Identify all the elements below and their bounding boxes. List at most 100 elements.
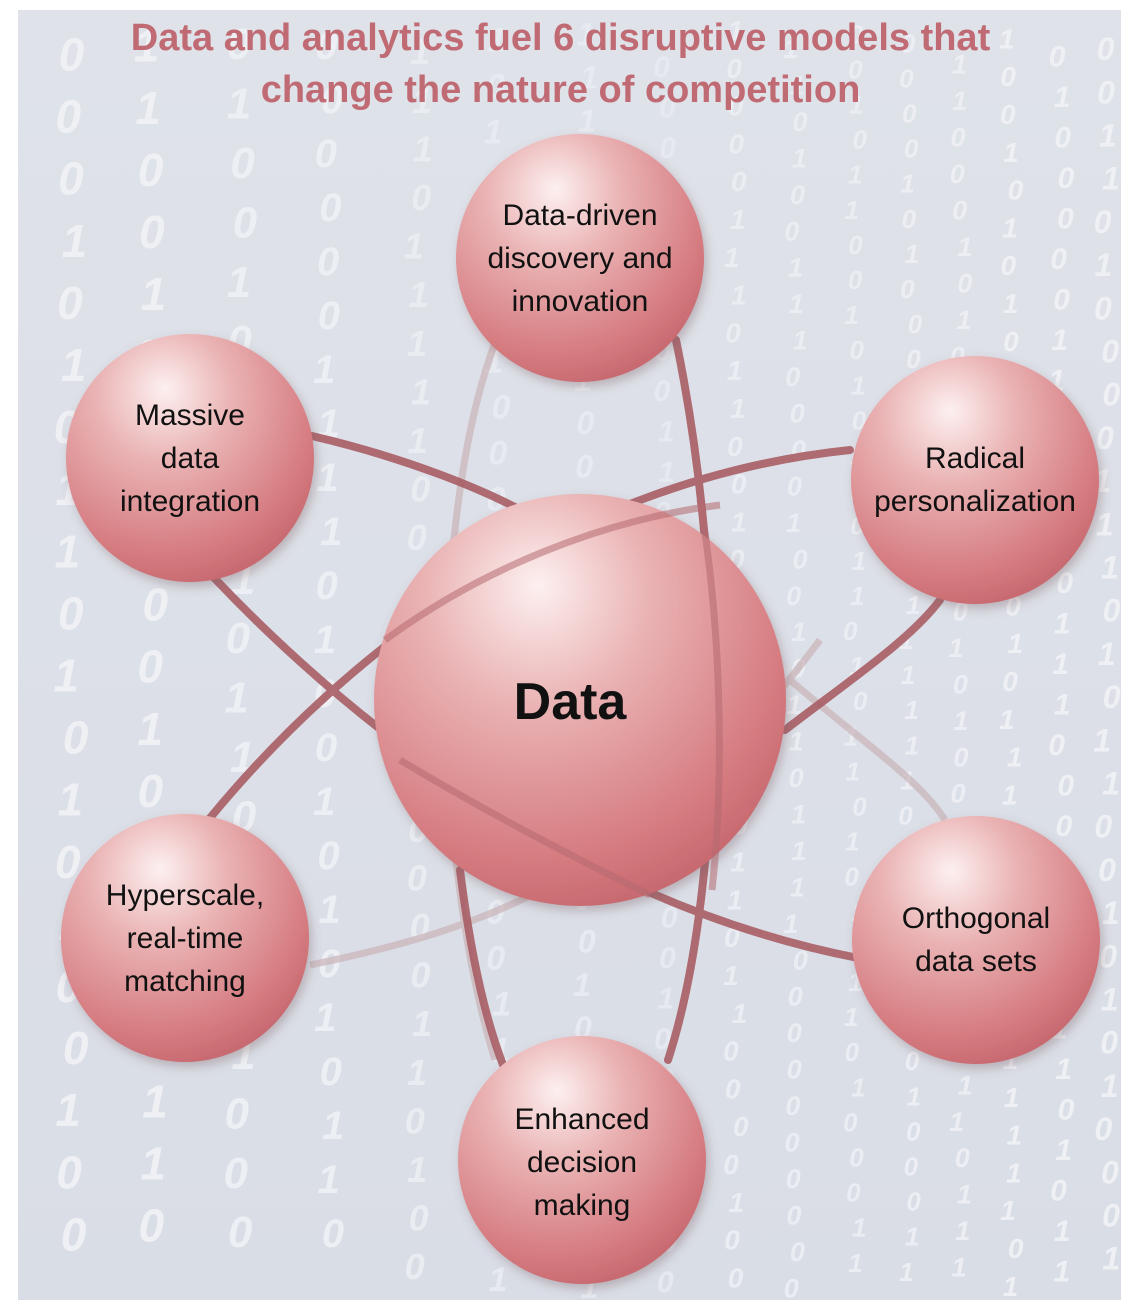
- binary-digit: 0: [723, 1149, 739, 1180]
- binary-digit: 0: [1056, 567, 1073, 600]
- center-data-text: Data: [513, 673, 627, 731]
- binary-digit: 1: [658, 416, 675, 449]
- binary-digit: 0: [322, 1212, 344, 1256]
- binary-digit: 0: [728, 128, 744, 159]
- node-matching-line-2: real-time: [126, 921, 244, 955]
- binary-digit: 0: [898, 801, 913, 831]
- binary-digit: 0: [849, 19, 864, 49]
- binary-digit: 1: [850, 581, 864, 611]
- binary-digit: 0: [654, 1023, 671, 1056]
- binary-digit: 1: [848, 160, 862, 190]
- sphere-integration: [66, 334, 314, 582]
- binary-digit: 1: [410, 31, 430, 72]
- binary-digit: 0: [58, 153, 84, 205]
- binary-digit: 1: [1102, 1241, 1120, 1277]
- binary-digit: 0: [733, 1111, 749, 1142]
- binary-digit: 0: [852, 792, 867, 822]
- binary-digit: 0: [1102, 1197, 1120, 1233]
- title-line-2: change the nature of competition: [260, 69, 861, 111]
- binary-digit: 1: [905, 1222, 919, 1252]
- binary-digit: 1: [484, 113, 503, 151]
- node-discovery-label: Data-driven discovery and innovation: [456, 180, 704, 336]
- binary-digit: 0: [951, 123, 966, 153]
- binary-digit: 0: [486, 940, 505, 978]
- binary-digit: 1: [852, 546, 866, 576]
- binary-digit: 0: [315, 24, 337, 68]
- binary-digit: 0: [725, 317, 741, 348]
- binary-digit: 0: [1057, 203, 1074, 236]
- binary-digit: 1: [1054, 81, 1071, 114]
- binary-digit: 0: [318, 294, 340, 338]
- binary-digit: 0: [661, 902, 678, 935]
- binary-digit: 0: [230, 139, 255, 188]
- binary-digit: 0: [63, 712, 89, 764]
- binary-digit: 1: [1101, 1068, 1119, 1104]
- orbit-overlay-vertical: [696, 499, 723, 891]
- binary-digit: 0: [950, 159, 965, 189]
- center-data-label: Data: [420, 660, 720, 744]
- binary-digit: 0: [787, 1018, 802, 1048]
- node-personalization-line-2: personalization: [874, 485, 1076, 518]
- sphere-matching: [61, 814, 309, 1062]
- binary-digit: 0: [849, 1143, 864, 1173]
- binary-digit: 1: [142, 1075, 168, 1127]
- binary-digit: 0: [486, 67, 505, 105]
- binary-digit: 1: [905, 239, 919, 269]
- node-personalization-line-1: Radical: [924, 442, 1026, 475]
- binary-digit: 1: [57, 774, 83, 826]
- binary-digit: 1: [489, 1261, 508, 1299]
- binary-digit: 0: [1050, 1175, 1067, 1208]
- node-matching-label: Hyperscale, real-time matching: [61, 860, 309, 1016]
- binary-digit: 0: [845, 1037, 860, 1067]
- binary-digit: 1: [1007, 1120, 1023, 1151]
- binary-digit: 0: [906, 1116, 921, 1146]
- binary-digit: 1: [730, 847, 746, 878]
- binary-digit: 0: [317, 240, 339, 284]
- binary-digit: 1: [318, 1158, 340, 1202]
- binary-digit: 1: [956, 305, 971, 335]
- binary-digit: 0: [1049, 41, 1066, 74]
- binary-digit: 0: [1101, 1154, 1119, 1190]
- binary-digit: 0: [790, 180, 805, 210]
- binary-digit: 1: [904, 695, 918, 725]
- binary-digit: 1: [788, 253, 803, 283]
- binary-digit: 1: [952, 86, 967, 116]
- binary-digit: 0: [1002, 666, 1018, 697]
- binary-digit: 1: [1053, 1256, 1070, 1289]
- binary-digit: 1: [851, 370, 865, 400]
- binary-digit: 0: [906, 344, 921, 374]
- diagram-title: Data and analytics fuel 6 disruptive mod…: [0, 12, 1121, 116]
- binary-digit: 1: [225, 674, 249, 723]
- binary-digit: 1: [658, 456, 675, 489]
- orbit-overlay-layer: [382, 499, 723, 899]
- binary-digit: 0: [731, 166, 747, 197]
- binary-digit: 1: [577, 16, 595, 52]
- binary-digit: 1: [1101, 981, 1119, 1017]
- node-integration-line-3: integration: [119, 484, 261, 518]
- binary-digit: 1: [792, 143, 807, 173]
- binary-digit: 1: [1004, 1082, 1020, 1113]
- binary-digit: 1: [318, 888, 340, 932]
- binary-digit: 1: [1054, 689, 1071, 722]
- binary-digit: 1: [1099, 117, 1117, 153]
- binary-digit: 1: [137, 703, 163, 755]
- binary-digit: 1: [852, 1213, 866, 1243]
- binary-digit: 1: [55, 1084, 81, 1136]
- binary-digit: 0: [785, 1091, 800, 1121]
- binary-digit: 1: [1052, 648, 1069, 681]
- binary-digit: 0: [137, 641, 163, 693]
- binary-digit: 0: [1050, 243, 1067, 276]
- binary-digit: 1: [413, 128, 433, 169]
- binary-digit: 1: [1102, 161, 1120, 197]
- binary-digit: 0: [138, 765, 164, 817]
- binary-digit: 0: [848, 265, 863, 295]
- binary-digit: 0: [848, 230, 863, 260]
- binary-digit: 1: [789, 727, 804, 757]
- binary-digit: 0: [728, 91, 744, 122]
- binary-digit: 1: [1093, 722, 1111, 758]
- binary-digit: 0: [786, 1164, 801, 1194]
- node-orthogonal-label: Orthogonal data sets: [852, 882, 1100, 998]
- node-discovery-line-2: discovery and: [487, 241, 673, 275]
- binary-digit: 0: [1008, 1233, 1024, 1264]
